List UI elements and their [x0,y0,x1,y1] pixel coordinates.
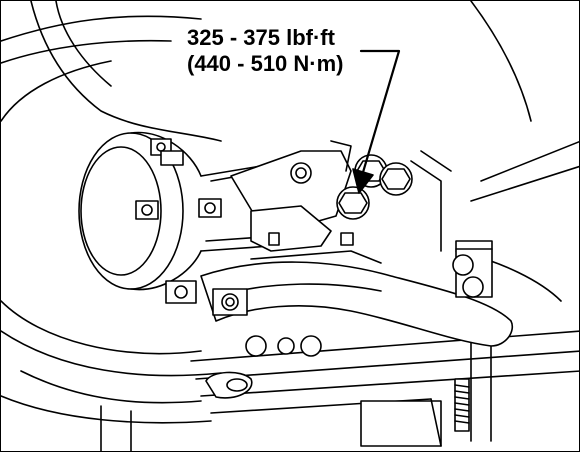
arm-fittings [165,280,248,316]
cross-member [190,330,579,447]
torque-metric-text: (440 - 510 N·m) [187,51,344,76]
torque-imperial-text: 325 - 375 lbf·ft [187,25,335,50]
drag-link-arm [200,250,513,347]
chamber-stud-left [135,198,222,220]
chamber-stud-upper [150,138,184,166]
tie-rod-end [452,240,493,298]
threaded-stud [454,378,470,432]
brake-chamber [78,131,277,291]
steering-gear-housing [230,140,354,252]
mounting-bolts [336,150,452,252]
lower-nuts [205,335,322,399]
torque-callout: 325 - 375 lbf·ft (440 - 510 N·m) [187,25,344,77]
callout-leader [352,49,401,194]
